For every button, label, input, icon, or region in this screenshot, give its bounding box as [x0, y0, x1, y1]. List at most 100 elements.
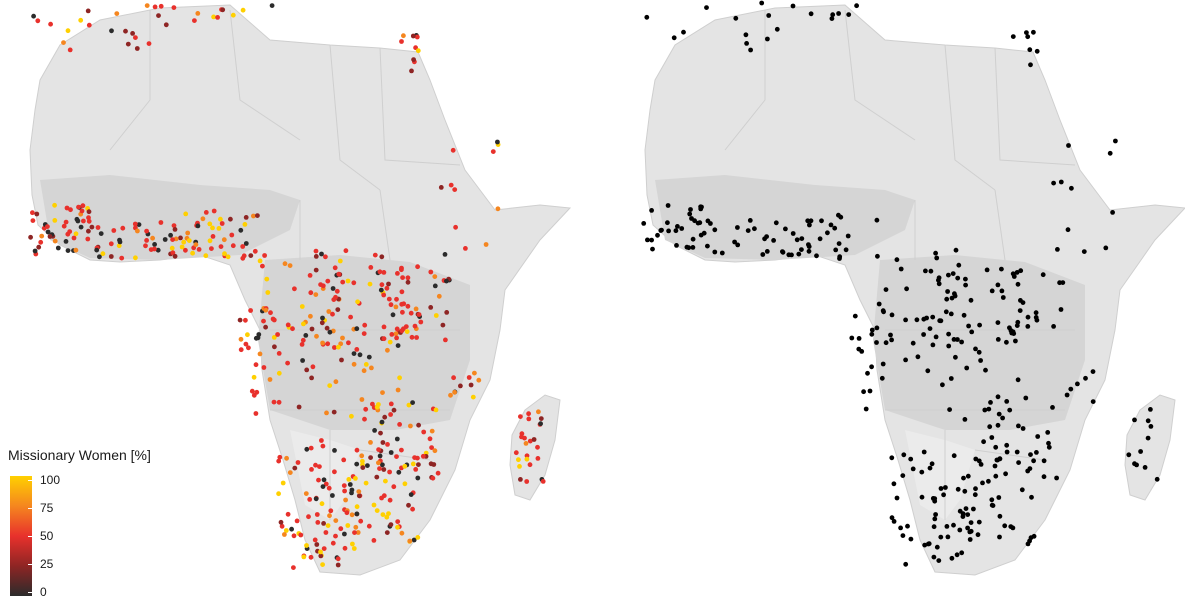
map-point [433, 407, 439, 413]
map-point [988, 400, 993, 405]
map-point [838, 214, 844, 220]
map-point [304, 446, 310, 452]
map-point [170, 237, 176, 243]
map-point [406, 402, 412, 408]
map-point [354, 326, 360, 332]
map-point [313, 462, 318, 468]
map-point [1028, 452, 1033, 457]
map-point [837, 254, 843, 260]
map-point [36, 244, 42, 250]
map-point [814, 253, 819, 259]
map-point [420, 453, 426, 459]
map-point [442, 252, 448, 257]
map-point [995, 320, 1001, 325]
map-point [284, 455, 289, 461]
map-point [411, 537, 417, 543]
map-point [85, 8, 91, 14]
map-point [379, 495, 384, 501]
map-point [817, 236, 823, 242]
map-point [86, 218, 92, 224]
map-point [401, 33, 406, 39]
map-point [830, 12, 836, 18]
map-point [644, 14, 650, 20]
map-point [358, 518, 364, 524]
map-point [968, 520, 974, 525]
map-point [949, 295, 955, 301]
map-point [524, 453, 530, 459]
map-point [215, 15, 221, 20]
map-point [320, 443, 326, 449]
map-point [309, 375, 314, 381]
map-point [923, 268, 928, 274]
map-point [1110, 210, 1115, 215]
map-point [343, 497, 348, 503]
legend-tick-mark [28, 480, 33, 481]
map-point [342, 545, 348, 551]
map-point [277, 454, 283, 460]
left-map-points [28, 3, 546, 570]
map-point [1154, 476, 1160, 482]
map-point [219, 221, 225, 226]
map-point [336, 271, 342, 277]
map-point [360, 458, 365, 464]
map-point [690, 236, 696, 242]
map-point [973, 486, 978, 492]
map-point [955, 486, 961, 492]
map-point [930, 342, 936, 348]
map-point [428, 305, 434, 310]
map-point [387, 339, 393, 345]
map-point [378, 287, 384, 293]
map-point [1031, 29, 1036, 35]
map-point [951, 522, 956, 528]
map-point [432, 274, 438, 279]
map-point [275, 332, 280, 337]
map-point [300, 337, 306, 343]
map-point [463, 246, 468, 251]
map-point [309, 326, 315, 332]
map-point [943, 485, 948, 490]
map-point [312, 537, 318, 543]
legend-tick-mark [28, 564, 33, 565]
map-point [386, 281, 391, 287]
map-point [1018, 268, 1024, 274]
map-point [972, 492, 978, 498]
legend-tick-25: 25 [40, 557, 54, 571]
map-point [704, 5, 709, 10]
map-point [965, 473, 971, 479]
map-point [999, 288, 1005, 294]
map-point [333, 379, 339, 385]
map-point [1145, 418, 1151, 424]
map-point [338, 526, 344, 532]
map-point [143, 243, 148, 249]
map-point [966, 323, 971, 329]
map-point [331, 297, 337, 302]
map-point [429, 445, 434, 450]
map-point [649, 208, 654, 213]
sahel-shade [40, 175, 300, 260]
map-point [211, 14, 217, 20]
map-point [324, 325, 330, 331]
map-point [930, 314, 936, 320]
map-point [38, 239, 44, 245]
map-point [387, 469, 392, 475]
map-point [52, 202, 57, 208]
map-point [381, 292, 387, 298]
map-point [415, 535, 421, 540]
map-point [374, 474, 380, 480]
map-point [395, 524, 400, 530]
map-point [490, 149, 496, 155]
map-point [308, 290, 314, 296]
map-point [410, 400, 415, 405]
map-point [910, 466, 916, 472]
map-point [805, 218, 811, 224]
map-point [433, 313, 439, 318]
map-point [688, 207, 693, 212]
legend-tick-mark [28, 592, 33, 593]
map-point [52, 218, 58, 223]
central-shade [873, 255, 1085, 430]
map-point [405, 303, 411, 309]
map-point [361, 368, 367, 374]
map-point [1148, 424, 1154, 429]
map-point [136, 222, 142, 228]
map-point [524, 456, 530, 462]
